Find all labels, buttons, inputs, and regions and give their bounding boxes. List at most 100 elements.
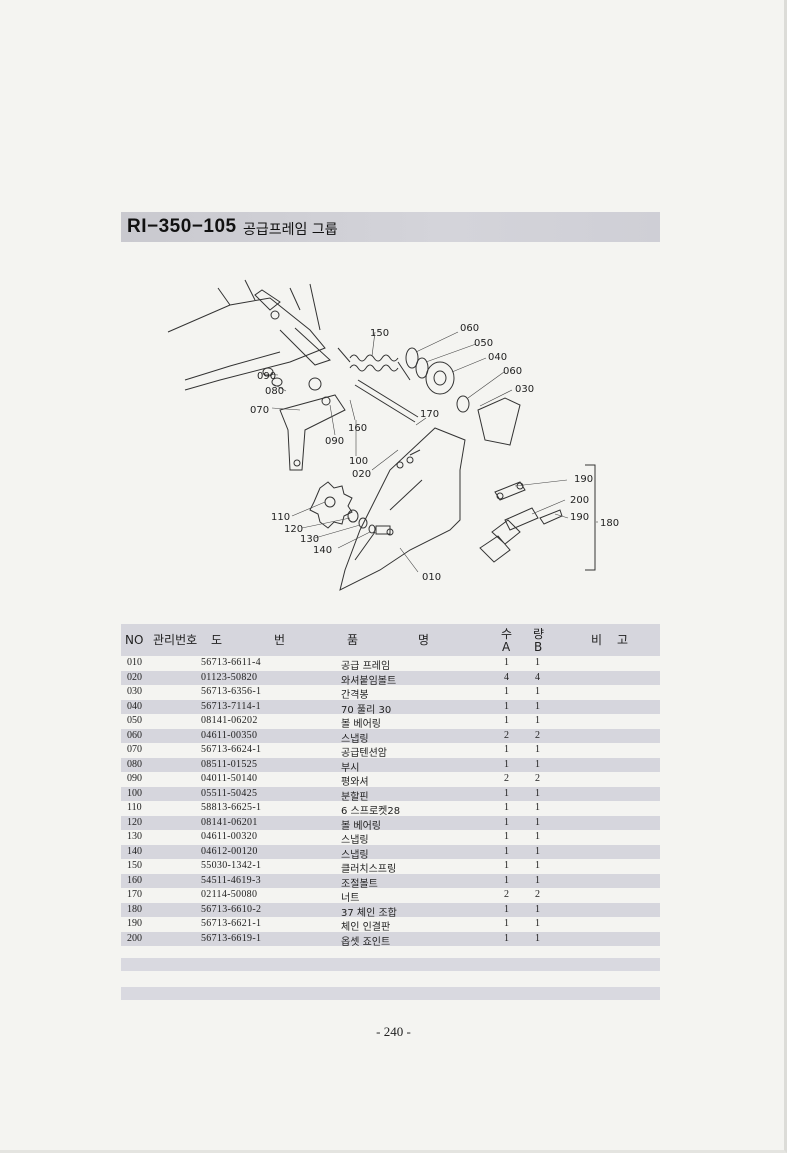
- row-part-name: 공급 프레임: [341, 661, 391, 672]
- row-qty-a: 1: [504, 715, 509, 726]
- table-row: 030 56713-6356-1 간격봉 1 1: [121, 685, 660, 701]
- row-no: 060: [127, 729, 142, 741]
- header-myeong: 명: [418, 633, 430, 647]
- row-part-number: 02114-50080: [201, 889, 258, 900]
- callout-010: 010: [422, 572, 441, 583]
- row-part-number: 04612-00120: [201, 845, 258, 857]
- callout-140: 140: [313, 545, 332, 556]
- row-qty-a: 2: [504, 773, 509, 784]
- blank-row-band: [121, 958, 660, 971]
- row-no: 130: [127, 831, 142, 842]
- row-part-number: 01123-50820: [201, 671, 258, 683]
- row-part-number: 08511-01525: [201, 758, 258, 770]
- header-a: A: [502, 640, 511, 654]
- row-part-name: 스냅링: [341, 733, 369, 745]
- header-go: 고: [617, 633, 629, 647]
- row-no: 140: [127, 845, 142, 857]
- row-qty-a: 1: [504, 758, 509, 770]
- row-qty-b: 1: [535, 744, 540, 755]
- diagram-callouts: 150 060 050 040 060 030 090 080 070 170 …: [250, 323, 619, 583]
- row-part-number: 04011-50140: [201, 773, 258, 784]
- header-mgmt: 관리번호: [153, 633, 198, 647]
- row-part-number: 56713-6610-2: [201, 903, 262, 915]
- row-no: 010: [127, 657, 142, 668]
- page-number: - 240 -: [376, 1024, 411, 1039]
- row-qty-b: 1: [535, 657, 540, 668]
- row-no: 170: [127, 889, 142, 900]
- section-header: RI−350−105 공급프레임 그룹: [121, 212, 660, 242]
- row-qty-b: 1: [535, 903, 540, 915]
- row-qty-a: 1: [504, 657, 509, 668]
- row-qty-b: 2: [535, 773, 540, 784]
- row-qty-a: 1: [504, 845, 509, 857]
- row-part-name: 스냅링: [341, 849, 369, 861]
- row-part-number: 05511-50425: [201, 787, 258, 799]
- row-part-name: 클러치스프링: [341, 864, 397, 875]
- callout-120: 120: [284, 524, 303, 535]
- row-no: 110: [127, 802, 142, 813]
- table-row: 140 04612-00120 스냅링 1 1: [121, 844, 660, 861]
- row-no: 040: [127, 700, 142, 712]
- header-beon: 번: [274, 633, 286, 647]
- row-qty-b: 1: [535, 758, 540, 770]
- row-qty-a: 1: [504, 903, 509, 915]
- row-qty-b: 1: [535, 686, 540, 697]
- row-no: 200: [127, 932, 142, 944]
- row-part-number: 56713-6624-1: [201, 744, 262, 755]
- row-qty-b: 1: [535, 787, 540, 799]
- header-su: 수: [501, 627, 513, 641]
- callout-160: 160: [348, 423, 367, 434]
- row-qty-a: 1: [504, 686, 509, 697]
- callout-150: 150: [370, 328, 389, 339]
- row-part-name: 스냅링: [341, 835, 369, 846]
- header-no: NO: [125, 633, 144, 647]
- table-header: NO 관리번호 도 번 품 명 수 량 A B 비 고: [121, 624, 660, 656]
- row-part-number: 56713-6356-1: [201, 686, 262, 697]
- row-no: 190: [127, 918, 142, 929]
- row-qty-a: 1: [504, 700, 509, 712]
- callout-110: 110: [271, 512, 290, 523]
- row-part-name: 37 체인 조합: [341, 907, 397, 919]
- row-part-number: 56713-6621-1: [201, 918, 262, 929]
- row-qty-b: 1: [535, 715, 540, 726]
- row-qty-b: 1: [535, 700, 540, 712]
- row-part-number: 56713-7114-1: [201, 700, 261, 712]
- row-no: 100: [127, 787, 142, 799]
- row-no: 150: [127, 860, 142, 871]
- row-part-name: 옵셋 죠인트: [341, 936, 391, 948]
- row-qty-a: 4: [504, 671, 509, 683]
- row-no: 020: [127, 671, 142, 683]
- row-part-name: 조절볼트: [341, 878, 378, 890]
- callout-040: 040: [488, 352, 507, 363]
- callout-170: 170: [420, 409, 439, 420]
- row-part-name: 공급텐션암: [341, 748, 387, 759]
- row-part-name: 와셔붙임볼트: [341, 675, 397, 687]
- row-part-number: 54511-4619-3: [201, 874, 261, 886]
- row-qty-b: 1: [535, 845, 540, 857]
- callout-090-b: 090: [325, 436, 344, 447]
- row-part-number: 04611-00350: [201, 729, 258, 741]
- callout-090: 090: [257, 371, 276, 382]
- row-qty-b: 2: [535, 889, 540, 900]
- row-qty-b: 1: [535, 932, 540, 944]
- row-no: 030: [127, 686, 142, 697]
- row-no: 160: [127, 874, 142, 886]
- callout-060: 060: [460, 323, 479, 334]
- row-part-number: 55030-1342-1: [201, 860, 262, 871]
- callout-060-b: 060: [503, 366, 522, 377]
- row-part-name: 간격봉: [341, 690, 369, 701]
- row-qty-b: 1: [535, 874, 540, 886]
- callout-020: 020: [352, 469, 371, 480]
